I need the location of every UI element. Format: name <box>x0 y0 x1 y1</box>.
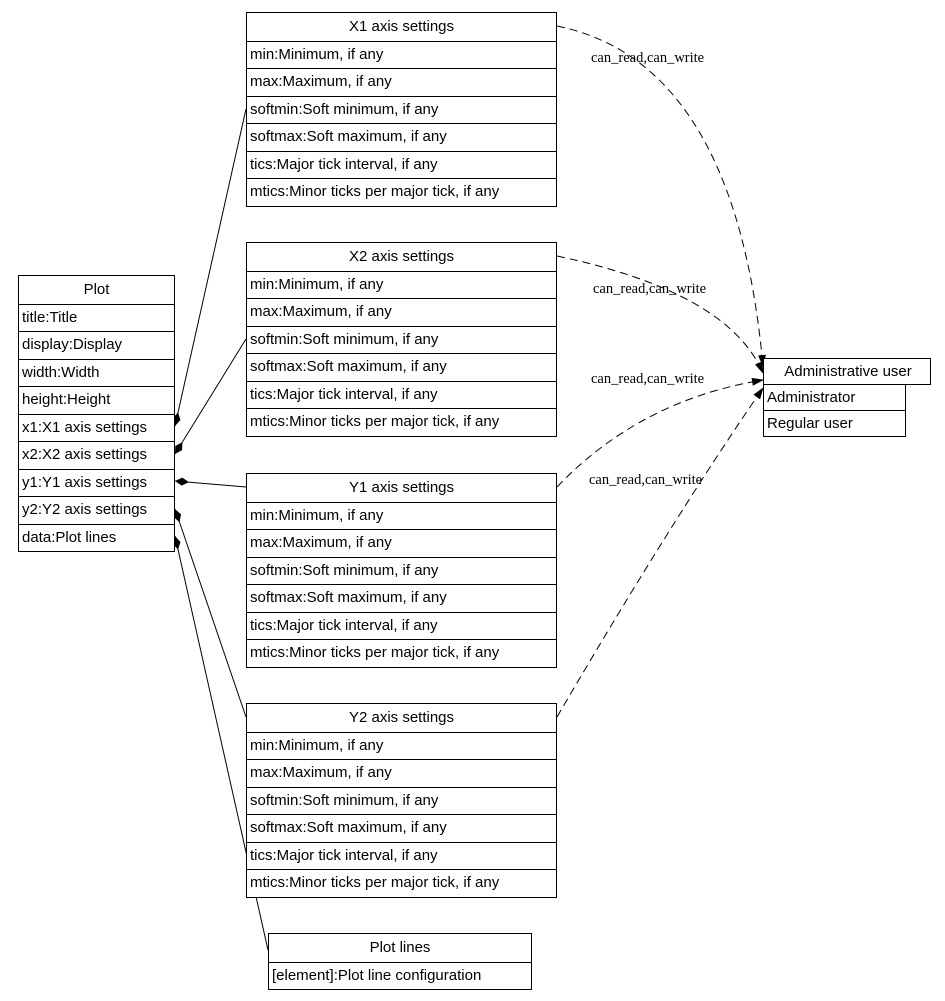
attribute-row: tics:Major tick interval, if any <box>247 841 556 870</box>
class-box-plot-lines: Plot lines [element]:Plot line configura… <box>268 933 532 990</box>
attribute-row: y2:Y2 axis settings <box>19 496 174 524</box>
attribute-row: x2:X2 axis settings <box>19 441 174 469</box>
class-title-administrative-user: Administrative user <box>763 358 931 385</box>
composition-edge-plot-y2 <box>173 508 247 718</box>
attribute-row: max:Maximum, if any <box>247 529 556 557</box>
dependency-edge-y2-admin <box>556 387 764 718</box>
attribute-row: softmax:Soft maximum, if any <box>247 584 556 612</box>
attribute-row: mtics:Minor ticks per major tick, if any <box>247 408 556 436</box>
composition-edge-plot-x2 <box>174 338 247 455</box>
attribute-row: y1:Y1 axis settings <box>19 468 174 497</box>
attribute-row: mtics:Minor ticks per major tick, if any <box>247 869 556 897</box>
attribute-row: display:Display <box>19 331 174 359</box>
class-title-y1: Y1 axis settings <box>348 479 455 496</box>
edge-label-y2-admin: can_read,can_write <box>589 472 703 488</box>
attribute-row: softmin:Soft minimum, if any <box>247 95 556 124</box>
attribute-row: min:Minimum, if any <box>247 731 556 760</box>
attribute-row: data:Plot lines <box>19 523 174 552</box>
attribute-row: softmin:Soft minimum, if any <box>247 556 556 585</box>
attribute-row: tics:Major tick interval, if any <box>247 150 556 179</box>
attribute-row: softmax:Soft maximum, if any <box>247 353 556 381</box>
attribute-row: max:Maximum, if any <box>247 298 556 326</box>
attribute-row: max:Maximum, if any <box>247 759 556 787</box>
composition-edge-plot-y1 <box>174 477 247 488</box>
attribute-row: mtics:Minor ticks per major tick, if any <box>247 639 556 667</box>
class-title-plot-lines: Plot lines <box>369 939 431 956</box>
edge-label-x1-admin: can_read,can_write <box>591 50 705 66</box>
attribute-row: tics:Major tick interval, if any <box>247 611 556 640</box>
attribute-row: [element]:Plot line configuration <box>269 961 531 990</box>
attribute-row: height:Height <box>19 386 174 414</box>
attribute-row: min:Minimum, if any <box>247 40 556 69</box>
attribute-row: min:Minimum, if any <box>247 270 556 299</box>
class-box-x1-axis-settings: X1 axis settings min:Minimum, if any max… <box>246 12 557 207</box>
enum-row-administrator: Administrator <box>763 384 906 411</box>
edge-label-x2-admin: can_read,can_write <box>593 281 707 297</box>
attribute-row: mtics:Minor ticks per major tick, if any <box>247 178 556 206</box>
class-box-x2-axis-settings: X2 axis settings min:Minimum, if any max… <box>246 242 557 437</box>
attribute-row: softmax:Soft maximum, if any <box>247 123 556 151</box>
dependency-edge-x1-admin <box>556 25 766 367</box>
class-box-plot: Plot title:Title display:Display width:W… <box>18 275 175 552</box>
attribute-row: width:Width <box>19 358 174 387</box>
attribute-row: softmin:Soft minimum, if any <box>247 786 556 815</box>
class-title-plot: Plot <box>83 281 110 298</box>
dependency-edge-x2-admin <box>556 255 764 374</box>
class-box-y2-axis-settings: Y2 axis settings min:Minimum, if any max… <box>246 703 557 898</box>
class-box-y1-axis-settings: Y1 axis settings min:Minimum, if any max… <box>246 473 557 668</box>
attribute-row: title:Title <box>19 303 174 332</box>
class-title-x1: X1 axis settings <box>348 18 455 35</box>
dependency-edge-y1-admin <box>556 377 764 488</box>
attribute-row: tics:Major tick interval, if any <box>247 380 556 409</box>
attribute-row: x1:X1 axis settings <box>19 413 174 442</box>
attribute-row: softmin:Soft minimum, if any <box>247 325 556 354</box>
class-title-x2: X2 axis settings <box>348 248 455 265</box>
edge-label-y1-admin: can_read,can_write <box>591 371 705 387</box>
enum-row-regular-user: Regular user <box>763 410 906 437</box>
attribute-row: softmax:Soft maximum, if any <box>247 814 556 842</box>
composition-edge-plot-x1 <box>172 108 247 427</box>
class-title-y2: Y2 axis settings <box>348 709 455 726</box>
attribute-row: min:Minimum, if any <box>247 501 556 530</box>
attribute-row: max:Maximum, if any <box>247 68 556 96</box>
